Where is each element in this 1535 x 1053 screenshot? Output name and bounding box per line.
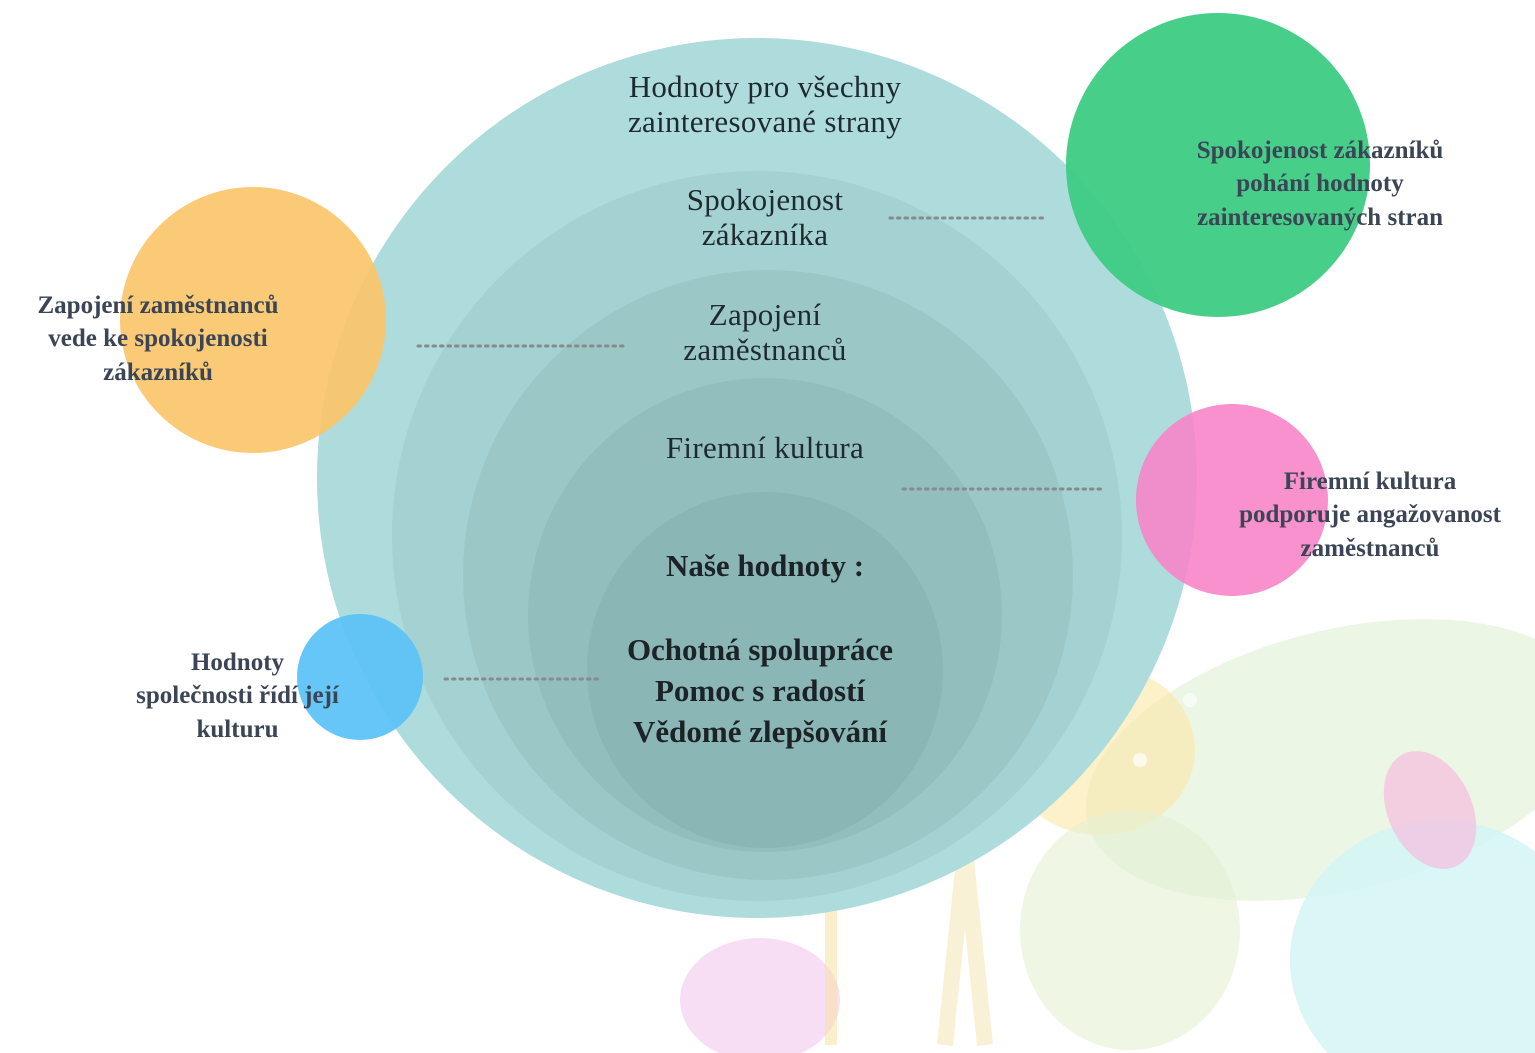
ring-label-line: zákazníka bbox=[701, 216, 829, 252]
callout-line: zaměstnanců bbox=[1300, 534, 1440, 562]
ring-label-employee-engagement: Zapojení zaměstnanců bbox=[615, 297, 915, 367]
ring-label-stakeholder-value: Hodnoty pro všechny zainteresované stran… bbox=[565, 69, 965, 139]
core-value-item: Ochotná spolupráce bbox=[626, 632, 894, 667]
concentric-rings bbox=[317, 38, 1197, 918]
ring-label-line: Firemní kultura bbox=[665, 430, 865, 465]
callout-line: Zapojení zaměstnanců bbox=[37, 292, 279, 319]
core-value-item: Vědomé zlepšování bbox=[632, 713, 887, 749]
callout-line: kulturu bbox=[196, 715, 279, 743]
ring-company-culture bbox=[528, 378, 1002, 852]
ring-label-line: zaměstnanců bbox=[683, 331, 847, 367]
callout-text-orange: Zapojení zaměstnanců vede ke spokojenost… bbox=[0, 289, 316, 389]
callout-line: Hodnoty bbox=[190, 649, 285, 676]
callout-line: vede ke spokojenosti bbox=[48, 325, 268, 353]
core-value-item: Pomoc s radostí bbox=[654, 672, 866, 708]
dotted-connectors bbox=[416, 216, 1104, 681]
ring-label-line: zainteresované strany bbox=[628, 103, 902, 139]
callout-line: podporuje angažovanost bbox=[1239, 501, 1501, 529]
ring-core-values bbox=[587, 492, 943, 848]
callout-line: Spokojenost zákazníků bbox=[1196, 137, 1444, 164]
callout-line: zákazníků bbox=[103, 358, 213, 386]
callout-circle-green bbox=[1066, 13, 1370, 317]
ring-label-customer-satisfaction: Spokojenost zákazníka bbox=[615, 182, 915, 252]
ring-employee-engagement bbox=[463, 270, 1073, 880]
callout-line: zainteresovaných stran bbox=[1196, 203, 1444, 231]
ring-label-line: Hodnoty pro všechny bbox=[628, 69, 902, 104]
ring-label-company-culture: Firemní kultura bbox=[590, 430, 940, 466]
core-values: Naše hodnoty : bbox=[565, 548, 965, 584]
callout-line: Firemní kultura bbox=[1283, 468, 1457, 495]
ring-stakeholder-value bbox=[317, 38, 1197, 918]
ring-label-line: Spokojenost bbox=[686, 182, 844, 217]
callout-circle-pink bbox=[1136, 404, 1328, 596]
callout-line: společnosti řídí její bbox=[136, 682, 339, 710]
callout-text-blue: Hodnoty společnosti řídí její kulturu bbox=[100, 646, 375, 746]
callout-circles bbox=[120, 13, 1370, 740]
callout-text-pink: Firemní kultura podporuje angažovanost z… bbox=[1205, 465, 1535, 565]
callout-circle-orange bbox=[120, 187, 386, 453]
callout-line: pohání hodnoty bbox=[1236, 170, 1404, 198]
callout-circle-blue bbox=[297, 614, 423, 740]
ring-customer-satisfaction bbox=[392, 171, 1122, 901]
ring-label-line: Zapojení bbox=[708, 297, 822, 332]
core-heading: Naše hodnoty : bbox=[665, 548, 865, 583]
core-values-list: Ochotná spolupráce Pomoc s radostí Vědom… bbox=[560, 630, 960, 753]
callout-text-green: Spokojenost zákazníků pohání hodnoty zai… bbox=[1140, 134, 1500, 234]
